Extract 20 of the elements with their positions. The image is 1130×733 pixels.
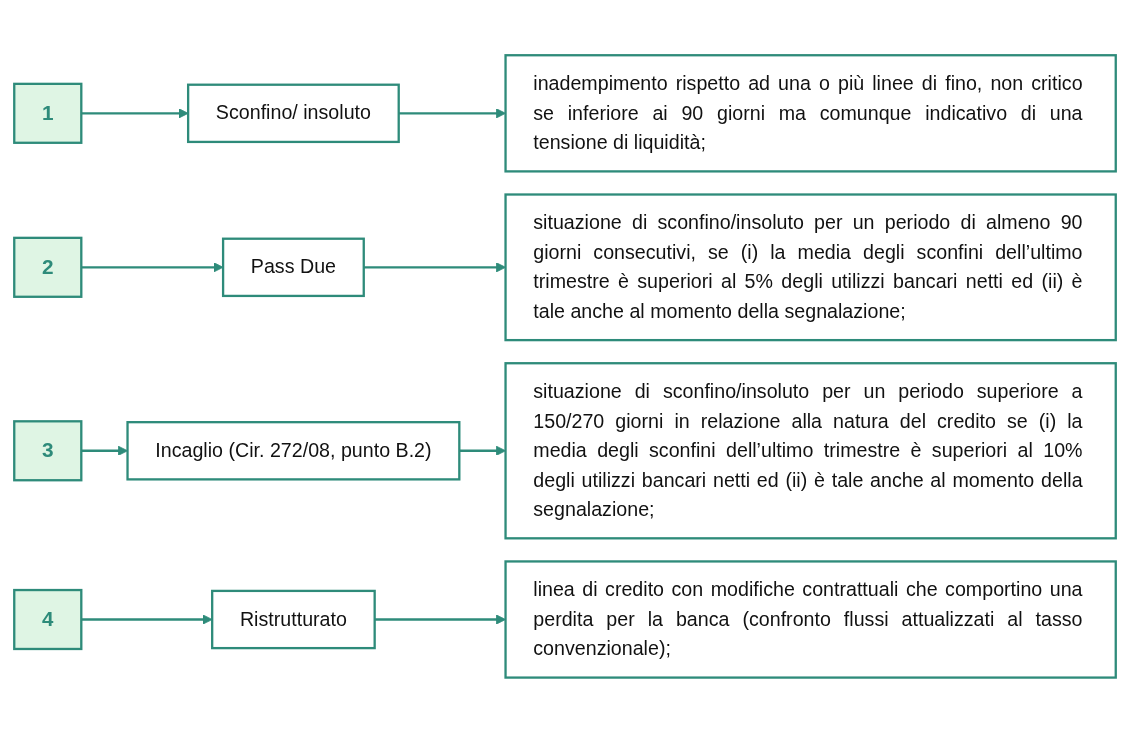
arrow — [363, 262, 506, 273]
node-box: inadempimento rispetto ad una o più linee di fino, non critico se inferiore ai 90 giorni ma comunque indicativo di una tensione di liquidità; — [504, 54, 1117, 173]
node-box: linea di credito con modifiche contrattuali che comportino una perdita per la banca (confronto flussi attualizzati al tasso convenzionale); — [504, 560, 1117, 679]
arrow — [81, 108, 189, 119]
node-box: 3 — [13, 420, 83, 482]
node-box: Sconfino/ insoluto — [187, 83, 400, 144]
arrow — [374, 614, 506, 625]
node-box: situazione di sconfino/insoluto per un periodo di almeno 90 giorni consecutivi, se (i) la media degli sconfini dell’ultimo trimestre è superiori al 5% degli utilizzi bancari netti ed (ii) è tale anche al momento della segnalazione; — [504, 193, 1117, 342]
arrow — [459, 445, 506, 456]
node-box: Ristrutturato — [211, 589, 376, 650]
node-box: 1 — [13, 82, 83, 145]
node-box: Incaglio (Cir. 272/08, punto B.2) — [126, 421, 461, 481]
arrow — [81, 614, 213, 625]
node-box: 2 — [13, 236, 83, 298]
node-box: situazione di sconfino/insoluto per un periodo superiore a 150/270 giorni in relazione alla natura del credito se (i) la media degli sconfini dell’ultimo trimestre è superiori al 10% degli utilizzi bancari netti ed (ii) è tale anche al momento della segnalazione; — [504, 362, 1117, 540]
arrow — [81, 445, 128, 456]
node-box: 4 — [13, 588, 83, 651]
arrow — [81, 262, 224, 273]
node-box: Pass Due — [221, 237, 365, 298]
arrow — [398, 108, 506, 119]
